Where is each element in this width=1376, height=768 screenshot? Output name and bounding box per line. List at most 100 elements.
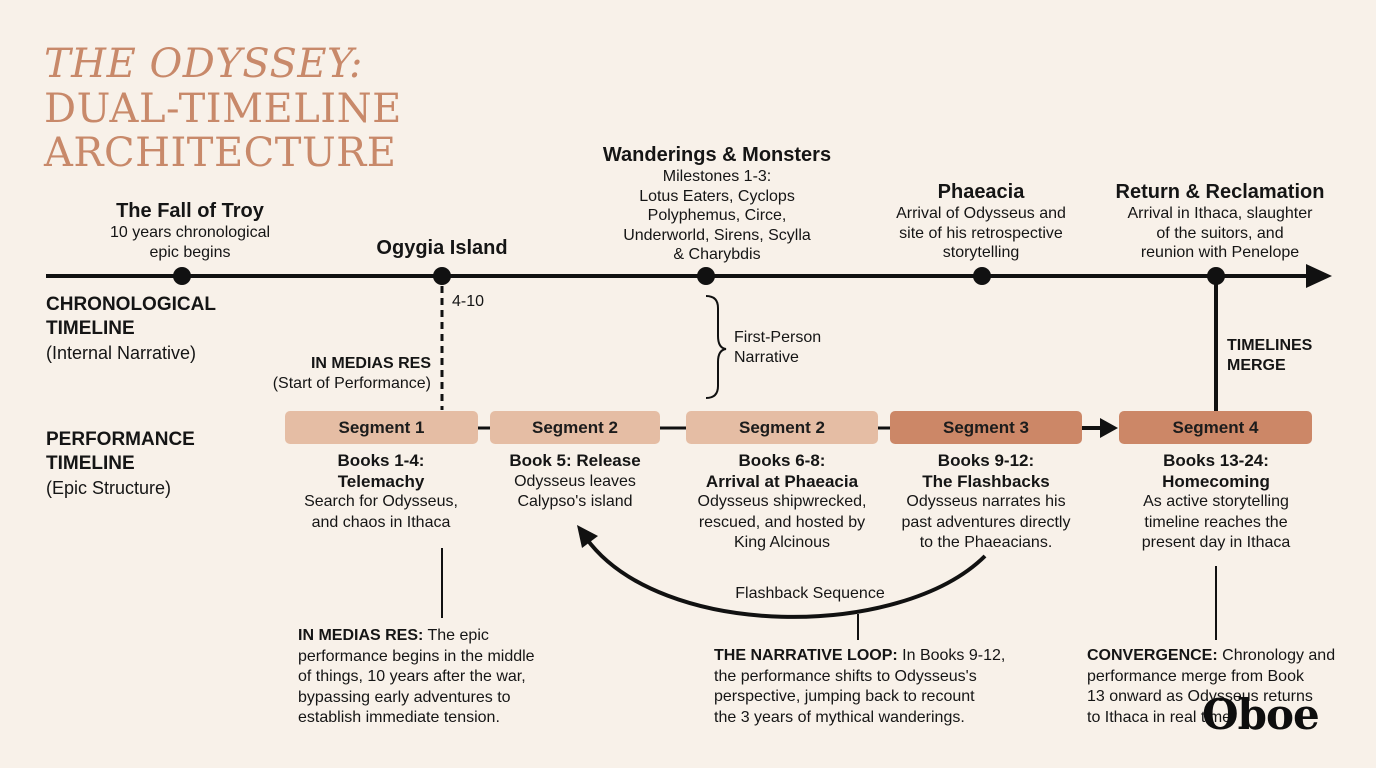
event-desc: Arrival of Odysseus and bbox=[896, 205, 1066, 222]
segment-box-3: Segment 2 bbox=[686, 411, 878, 444]
event-desc: Underworld, Sirens, Scylla bbox=[623, 226, 811, 244]
segment-desc-2: Book 5: Release Odysseus leaves Calypso'… bbox=[509, 451, 640, 513]
event-desc: Lotus Eaters, Cyclops bbox=[639, 187, 795, 205]
note-convergence: CONVERGENCE: Chronology and performance … bbox=[1087, 646, 1335, 728]
book-title: Telemachy bbox=[337, 471, 425, 491]
label-line: CHRONOLOGICAL bbox=[46, 294, 216, 315]
book-desc: to the Phaeacians. bbox=[919, 534, 1053, 551]
event-dot-ogygia bbox=[433, 267, 451, 285]
note-narrative-loop: THE NARRATIVE LOOP: In Books 9-12, the p… bbox=[714, 646, 1005, 728]
event-desc: Arrival in Ithaca, slaughter bbox=[1127, 205, 1313, 222]
event-dot-phaeacia bbox=[973, 267, 991, 285]
books-tick-label: 4-10 bbox=[452, 293, 485, 310]
note-text: 13 onward as Odysseus returns bbox=[1087, 688, 1313, 705]
segment-desc-1: Books 1-4: Telemachy Search for Odysseus… bbox=[304, 451, 458, 533]
book-title: The Flashbacks bbox=[922, 471, 1050, 491]
event-desc: 10 years chronological bbox=[109, 224, 271, 241]
merge-line: MERGE bbox=[1227, 357, 1286, 374]
event-dot-return bbox=[1207, 267, 1225, 285]
book-title: Books 1-4: bbox=[337, 451, 425, 470]
note-heading: CONVERGENCE: bbox=[1087, 647, 1218, 664]
label-line: TIMELINE bbox=[46, 318, 135, 339]
note-text: establish immediate tension. bbox=[298, 709, 500, 726]
event-desc: epic begins bbox=[149, 243, 231, 261]
label-sub: (Internal Narrative) bbox=[46, 343, 197, 363]
note-text: the 3 years of mythical wanderings. bbox=[714, 708, 965, 726]
book-desc: As active storytelling bbox=[1143, 493, 1289, 510]
event-title: Ogygia Island bbox=[376, 237, 508, 259]
book-title: Homecoming bbox=[1162, 471, 1270, 491]
in-medias-res-label: IN MEDIAS RES (Start of Performance) bbox=[256, 354, 431, 394]
event-title: The Fall of Troy bbox=[116, 200, 264, 222]
event-desc: site of his retrospective bbox=[899, 224, 1063, 242]
oboe-logo: Oboe bbox=[1202, 690, 1320, 739]
event-desc: Polyphemus, Circe, bbox=[647, 207, 787, 224]
segment-box-1: Segment 1 bbox=[285, 411, 478, 444]
event-phaeacia: Phaeacia Arrival of Odysseus and site of… bbox=[896, 180, 1066, 263]
chronological-arrowhead bbox=[1306, 264, 1332, 288]
segment-arrowhead bbox=[1100, 418, 1118, 438]
segment-box-4: Segment 3 bbox=[890, 411, 1082, 444]
chronological-label: CHRONOLOGICAL TIMELINE (Internal Narrati… bbox=[46, 293, 216, 365]
title-line-1: THE ODYSSEY: bbox=[44, 41, 363, 87]
segment-box-2: Segment 2 bbox=[490, 411, 660, 444]
first-person-line: First-Person bbox=[734, 329, 822, 346]
label-line: TIMELINE bbox=[46, 453, 135, 474]
book-title: Books 9-12: bbox=[937, 451, 1035, 470]
book-desc: present day in Ithaca bbox=[1141, 534, 1291, 551]
event-fall-of-troy: The Fall of Troy 10 years chronological … bbox=[110, 199, 270, 262]
book-title: Book 5: Release bbox=[509, 451, 641, 470]
book-desc: Odysseus leaves bbox=[514, 472, 636, 490]
event-desc: reunion with Penelope bbox=[1140, 244, 1300, 261]
note-text: In Books 9-12, bbox=[897, 647, 1006, 664]
event-desc: of the suitors, and bbox=[1156, 224, 1284, 242]
event-dot-wanderings bbox=[697, 267, 715, 285]
event-wanderings: Wanderings & Monsters Milestones 1-3: Lo… bbox=[603, 143, 831, 265]
event-return: Return & Reclamation Arrival in Ithaca, … bbox=[1116, 180, 1325, 263]
book-desc: King Alcinous bbox=[733, 534, 831, 551]
note-in-medias-res: IN MEDIAS RES: The epic performance begi… bbox=[298, 626, 535, 729]
event-desc: & Charybdis bbox=[673, 246, 761, 263]
book-title: Arrival at Phaeacia bbox=[705, 471, 859, 491]
note-text: performance merge from Book bbox=[1087, 667, 1304, 685]
event-desc: Milestones 1-3: bbox=[662, 168, 772, 185]
event-title: Return & Reclamation bbox=[1115, 181, 1325, 203]
note-heading: THE NARRATIVE LOOP: bbox=[714, 647, 898, 664]
event-desc: storytelling bbox=[942, 244, 1020, 261]
note-text: to Ithaca in real time. bbox=[1087, 708, 1236, 726]
book-desc: Odysseus narrates his bbox=[906, 493, 1066, 510]
note-text: Chronology and bbox=[1217, 647, 1336, 664]
book-title: Books 6-8: bbox=[738, 451, 826, 470]
book-desc: Search for Odysseus, bbox=[304, 493, 458, 510]
timelines-merge-label: TIMELINES MERGE bbox=[1227, 336, 1312, 376]
flashback-arrowhead bbox=[577, 525, 598, 548]
event-title: Wanderings & Monsters bbox=[602, 144, 832, 166]
merge-line: TIMELINES bbox=[1227, 337, 1313, 354]
note-heading: IN MEDIAS RES: bbox=[298, 627, 424, 644]
flashback-sequence-label: Flashback Sequence bbox=[735, 585, 885, 602]
note-text: the performance shifts to Odysseus's bbox=[714, 667, 977, 685]
segment-desc-4: Books 9-12: The Flashbacks Odysseus narr… bbox=[902, 451, 1071, 554]
segment-desc-3: Books 6-8: Arrival at Phaeacia Odysseus … bbox=[698, 451, 867, 554]
segment-box-5: Segment 4 bbox=[1119, 411, 1312, 444]
book-desc: and chaos in Ithaca bbox=[311, 513, 451, 531]
title-line-3: ARCHITECTURE bbox=[44, 130, 397, 176]
flashback-arc bbox=[584, 536, 987, 619]
book-title: Books 13-24: bbox=[1163, 451, 1269, 470]
event-dot-fall-of-troy bbox=[173, 267, 191, 285]
first-person-brace bbox=[705, 295, 727, 399]
note-text: performance begins in the middle bbox=[298, 647, 535, 665]
first-person-line: Narrative bbox=[734, 348, 799, 366]
book-desc: Calypso's island bbox=[517, 493, 633, 510]
book-desc: Odysseus shipwrecked, bbox=[697, 493, 867, 510]
in-medias-res-sub: (Start of Performance) bbox=[272, 375, 431, 392]
note-text: The epic bbox=[423, 627, 489, 644]
event-title: Phaeacia bbox=[937, 181, 1025, 203]
book-desc: timeline reaches the bbox=[1144, 513, 1288, 531]
performance-label: PERFORMANCE TIMELINE (Epic Structure) bbox=[46, 428, 195, 500]
segment-desc-5: Books 13-24: Homecoming As active storyt… bbox=[1142, 451, 1291, 554]
event-ogygia: Ogygia Island bbox=[376, 236, 507, 260]
note-text: bypassing early adventures to bbox=[298, 688, 511, 706]
book-desc: past adventures directly bbox=[901, 513, 1071, 531]
